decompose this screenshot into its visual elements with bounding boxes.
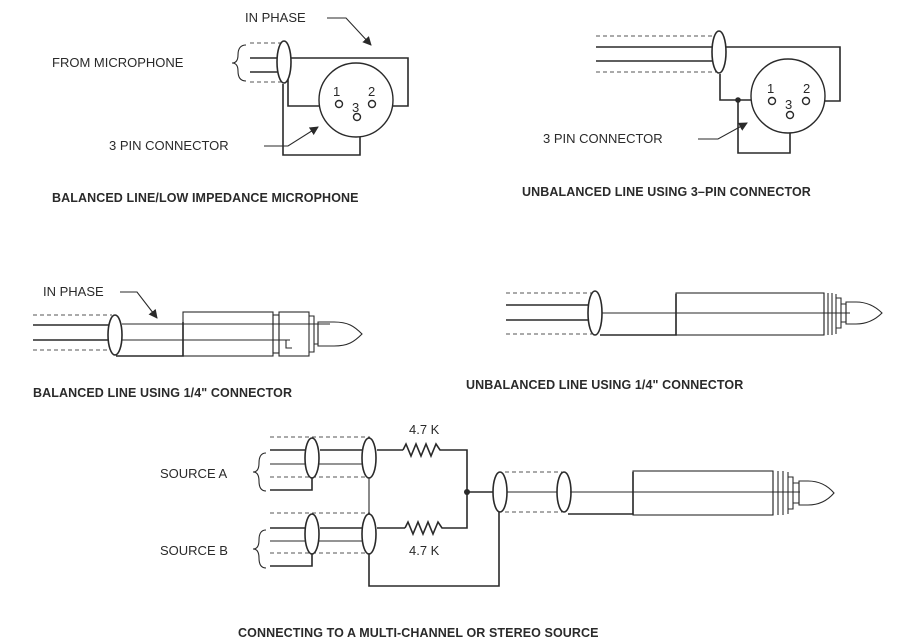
- pin-2-label: 2: [368, 84, 375, 99]
- source-brace: [231, 44, 247, 82]
- plug-insulator: [309, 315, 319, 353]
- unbalanced-xlr-diagram: 1 2 3 3 PIN CONNECTOR UNBALANCED LINE US…: [522, 30, 841, 199]
- wire-sleeve: [600, 294, 677, 336]
- output-cable-end-2: [556, 471, 572, 513]
- cable-end: [276, 40, 292, 84]
- caption: CONNECTING TO A MULTI-CHANNEL OR STEREO …: [238, 626, 599, 640]
- balanced-quarter-inch-diagram: IN PHASE BALANCED LINE USING 1/4" CONNEC…: [33, 284, 363, 400]
- pin-1: [767, 96, 777, 106]
- output-plug-sleeve: [632, 470, 774, 516]
- caption: BALANCED LINE/LOW IMPEDANCE MICROPHONE: [52, 191, 359, 205]
- source-a-ground: [270, 477, 313, 491]
- junction-dot: [735, 97, 741, 103]
- wire-out-phase: [250, 71, 336, 107]
- cable-end: [107, 314, 123, 356]
- ground-return: [368, 510, 500, 587]
- pin-1-label: 1: [767, 81, 774, 96]
- connector-label: 3 PIN CONNECTOR: [543, 131, 663, 146]
- source-a-brace: [252, 452, 267, 492]
- cable-shield-lines: [506, 292, 592, 335]
- source-a-cable-end-2: [361, 437, 377, 479]
- pin-3: [352, 112, 362, 122]
- in-phase-arrow: [327, 17, 372, 46]
- plug-tip: [845, 301, 883, 325]
- source-b-cable-end-1: [304, 513, 320, 555]
- xlr-connector-face: [750, 58, 826, 134]
- source-a-shield-lines: [270, 436, 370, 478]
- cable-shield-lines: [596, 35, 718, 73]
- pin-3-label: 3: [785, 97, 792, 112]
- pin-1-label: 1: [333, 84, 340, 99]
- pin-3: [785, 110, 795, 120]
- xlr-connector-face: [318, 62, 394, 138]
- balanced-xlr-diagram: 1 2 3 IN PHASE FROM MICROPHONE 3 PIN CON…: [52, 10, 409, 205]
- cable-shield-lines: [33, 314, 112, 351]
- cable-end: [711, 30, 727, 74]
- plug-sleeve: [675, 292, 825, 336]
- connector-label: 3 PIN CONNECTOR: [109, 138, 229, 153]
- in-phase-arrow: [120, 291, 158, 319]
- cable-shield-lines: [250, 42, 282, 83]
- resistor-b: [404, 492, 468, 537]
- source-label: FROM MICROPHONE: [52, 55, 184, 70]
- in-phase-label: IN PHASE: [43, 284, 104, 299]
- unbalanced-quarter-inch-diagram: UNBALANCED LINE USING 1/4" CONNECTOR: [466, 290, 883, 392]
- source-a-label: SOURCE A: [160, 466, 228, 481]
- caption: UNBALANCED LINE USING 3–PIN CONNECTOR: [522, 185, 811, 199]
- pin-2: [367, 99, 377, 109]
- pin-1: [334, 99, 344, 109]
- source-b-shield-lines: [270, 512, 370, 554]
- output-sleeve-wire: [568, 472, 634, 515]
- caption: UNBALANCED LINE USING 1/4" CONNECTOR: [466, 378, 743, 392]
- source-b-brace: [252, 529, 267, 569]
- pin-3-label: 3: [352, 100, 359, 115]
- output-shield-lines: [505, 471, 562, 513]
- source-b-ground: [270, 553, 313, 567]
- plug-collar: [823, 293, 837, 335]
- ring-solder-tab: [285, 340, 292, 349]
- connector-arrow: [698, 122, 748, 140]
- output-plug-collar: [772, 471, 789, 515]
- output-cable-end-1: [492, 471, 508, 513]
- resistor-a-value: 4.7 K: [409, 422, 440, 437]
- source-a-cable-end-1: [304, 437, 320, 479]
- source-b-label: SOURCE B: [160, 543, 228, 558]
- pin-2-label: 2: [803, 81, 810, 96]
- resistor-a: [402, 441, 468, 492]
- in-phase-label: IN PHASE: [245, 10, 306, 25]
- pin-2: [801, 96, 811, 106]
- multichannel-source-diagram: 4.7 K 4.7 K SOURCE A SOURCE B CONNECTING…: [160, 422, 835, 640]
- plug-tip: [317, 321, 363, 347]
- caption: BALANCED LINE USING 1/4" CONNECTOR: [33, 386, 292, 400]
- connector-arrow: [264, 126, 319, 147]
- plug-sleeve: [182, 311, 274, 357]
- wire-shield-ground: [282, 84, 361, 156]
- source-b-cable-end-2: [361, 513, 377, 555]
- output-plug-insulator: [788, 476, 800, 510]
- wire-sleeve: [116, 322, 184, 357]
- plug-collar: [272, 314, 280, 354]
- cable-end: [587, 290, 603, 336]
- plug-ring-section: [278, 311, 310, 357]
- output-plug-tip: [798, 480, 835, 506]
- resistor-b-value: 4.7 K: [409, 543, 440, 558]
